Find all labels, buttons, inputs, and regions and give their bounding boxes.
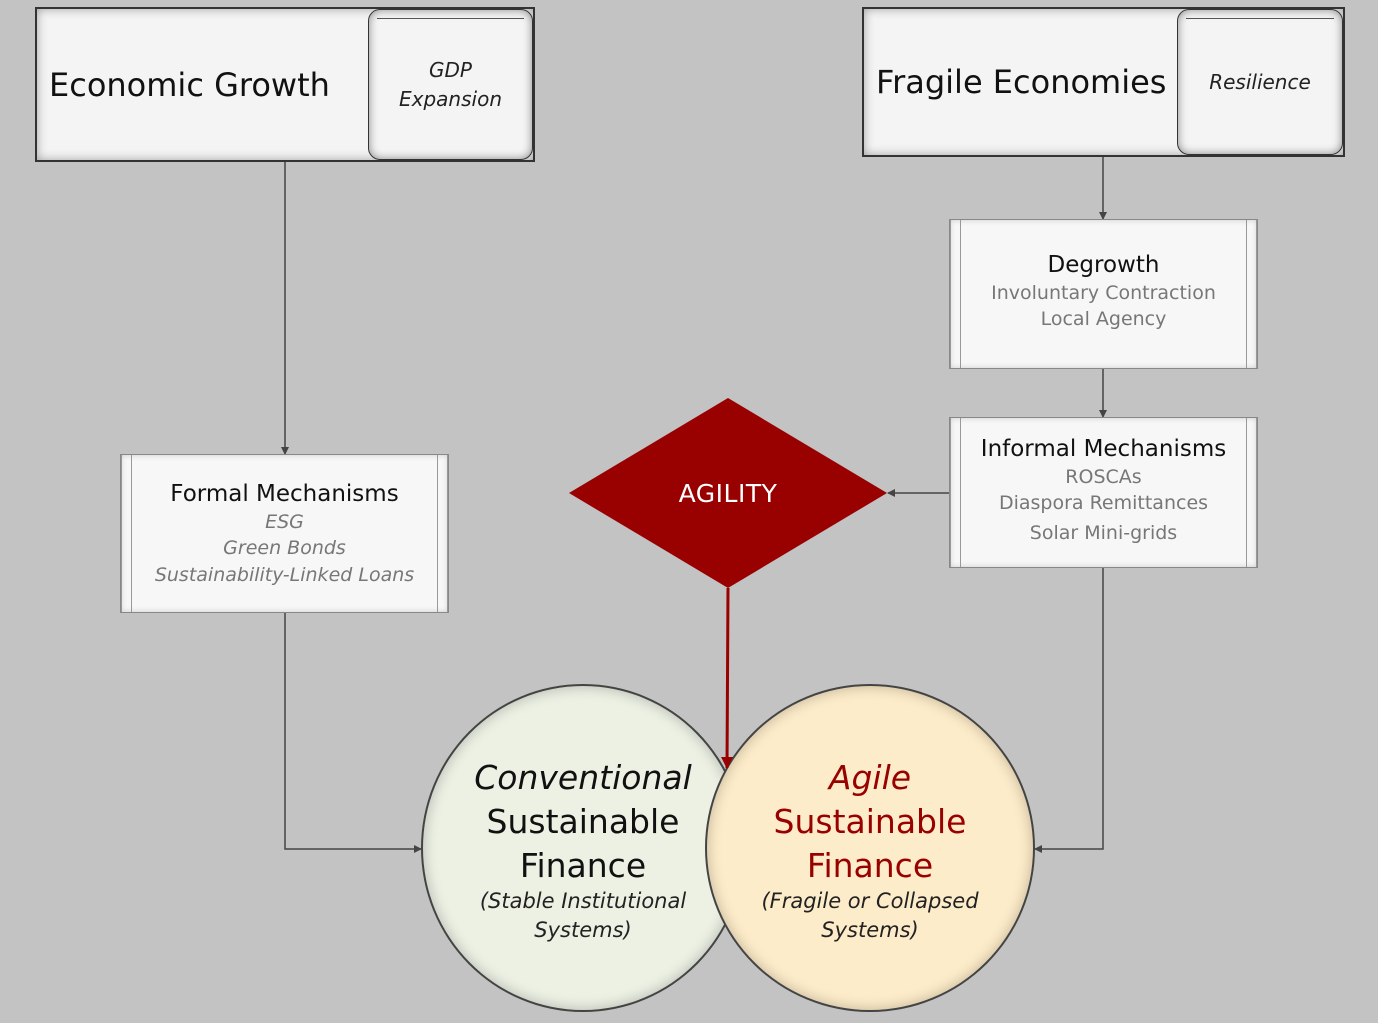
conventional-subtitle-line1: (Stable Institutional [479, 889, 687, 913]
informal-item: Diaspora Remittances [998, 492, 1209, 515]
agile-subtitle-line2: Systems) [821, 918, 919, 942]
formal-item: Sustainability-Linked Loans [154, 563, 415, 586]
fragile-economies-title: Fragile Economies [876, 63, 1167, 101]
agility-label: AGILITY [678, 478, 778, 508]
degrowth-item: Local Agency [1040, 308, 1167, 331]
formal-mechanisms-title: Formal Mechanisms [170, 481, 399, 507]
informal-item: ROSCAs [1065, 465, 1142, 488]
resilience-tab: Resilience [1177, 9, 1343, 155]
degrowth-title: Degrowth [1047, 252, 1160, 278]
formal-item: Green Bonds [223, 537, 346, 560]
conventional-finance-circle: Conventional Sustainable Finance (Stable… [421, 684, 745, 1012]
agile-title-line3: Finance [806, 846, 934, 885]
informal-item: Solar Mini-grids [1029, 521, 1178, 544]
conventional-subtitle-line2: Systems) [534, 918, 632, 942]
economic-growth-title: Economic Growth [49, 65, 330, 104]
conventional-title-line2: Sustainable [486, 802, 680, 841]
economic-growth-box: Economic Growth GDP Expansion [35, 7, 535, 162]
degrowth-box: Degrowth Involuntary Contraction Local A… [949, 219, 1258, 369]
gdp-expansion-line1: GDP [429, 57, 472, 82]
agility-diamond [569, 398, 887, 588]
gdp-expansion-line2: Expansion [399, 86, 502, 111]
gdp-expansion-tab: GDP Expansion [368, 9, 533, 160]
edge-informal-to-agile [1034, 568, 1104, 853]
conventional-title-line3: Finance [519, 846, 647, 885]
degrowth-item: Involuntary Contraction [991, 281, 1216, 304]
fragile-economies-box: Fragile Economies Resilience [862, 7, 1345, 157]
edge-formal-to-conventional [284, 613, 422, 853]
tab-edge-line [1186, 18, 1334, 19]
agile-subtitle-line1: (Fragile or Collapsed [761, 889, 979, 913]
formal-mechanisms-box: Formal Mechanisms ESG Green Bonds Sustai… [120, 454, 449, 613]
agile-finance-circle: Agile Sustainable Finance (Fragile or Co… [705, 684, 1035, 1012]
resilience-label: Resilience [1209, 69, 1311, 94]
informal-mechanisms-title: Informal Mechanisms [980, 436, 1227, 462]
conventional-title-line1: Conventional [474, 758, 692, 797]
informal-mechanisms-box: Informal Mechanisms ROSCAs Diaspora Remi… [949, 417, 1258, 568]
formal-item: ESG [265, 510, 304, 533]
agile-title-line2: Sustainable [773, 802, 967, 841]
agile-title-line1: Agile [828, 758, 912, 797]
tab-edge-line [377, 18, 524, 19]
